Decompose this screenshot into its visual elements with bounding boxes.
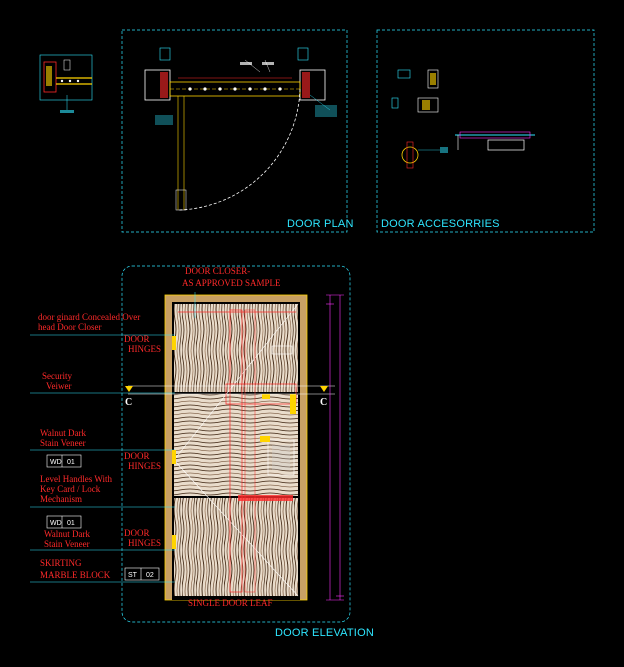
upper-veneer-panel	[174, 304, 298, 392]
tag-wd01-b-num: 01	[67, 520, 75, 527]
section-marker-right: C	[320, 397, 327, 408]
note-hinges-c1: DOOR	[124, 528, 150, 538]
note-lever-line2: Key Card / Lock	[40, 484, 101, 494]
section-marker-left: C	[125, 397, 132, 408]
door-accessories-title: DOOR ACCESORRIES	[381, 218, 500, 230]
note-veneer-a2: Stain Veneer	[40, 438, 86, 448]
middle-veneer-panel	[174, 394, 298, 496]
note-hinges-b2: HINGES	[128, 461, 161, 471]
note-single-leaf: SINGLE DOOR LEAF	[188, 598, 273, 608]
note-closer-line2: AS APPROVED SAMPLE	[182, 278, 281, 288]
door-elevation-panel: C C DOOR CLOSER- AS APPROVED SAMPLE door…	[30, 265, 374, 639]
lower-veneer-panel	[174, 498, 298, 596]
jamb-detail-small	[39, 54, 93, 113]
tag-wd01-b-code: WD	[50, 520, 62, 527]
tag-wd01-a-code: WD	[50, 459, 62, 466]
note-closer-line1: DOOR CLOSER-	[185, 266, 250, 276]
note-skirting-line2: MARBLE BLOCK	[40, 570, 111, 580]
tag-st02: ST 02	[124, 567, 160, 581]
note-hinges-c2: HINGES	[128, 538, 161, 548]
door-plan-panel: DOOR PLAN	[121, 29, 354, 233]
note-viewer-line2: Veiwer	[46, 381, 72, 391]
tag-st02-code: ST	[128, 572, 138, 579]
tag-wd01-b: WD 01	[46, 515, 82, 529]
tag-wd01-a-num: 01	[67, 459, 75, 466]
door-plan-title: DOOR PLAN	[287, 218, 354, 230]
note-veneer-a1: Walnut Dark	[40, 428, 87, 438]
note-hinges-a2: HINGES	[128, 344, 161, 354]
tag-wd01-a: WD 01	[46, 454, 82, 468]
note-lever-line1: Level Handles With	[40, 474, 112, 484]
note-hinges-a1: DOOR	[124, 334, 150, 344]
note-lever-line3: Mechanism	[40, 494, 82, 504]
note-veneer-b1: Walnut Dark	[44, 529, 91, 539]
note-hinges-b1: DOOR	[124, 451, 150, 461]
note-viewer-line1: Security	[42, 371, 72, 381]
note-skirting-line1: SKIRTING	[40, 558, 82, 568]
door-accessories-panel: DOOR ACCESORRIES	[376, 29, 595, 233]
note-concealed-line1: door ginard Concealed Over	[38, 312, 140, 322]
door-elevation-title: DOOR ELEVATION	[275, 627, 374, 639]
tag-st02-num: 02	[146, 572, 154, 579]
note-veneer-b2: Stain Veneer	[44, 539, 90, 549]
note-concealed-line2: head Door Closer	[38, 322, 101, 332]
